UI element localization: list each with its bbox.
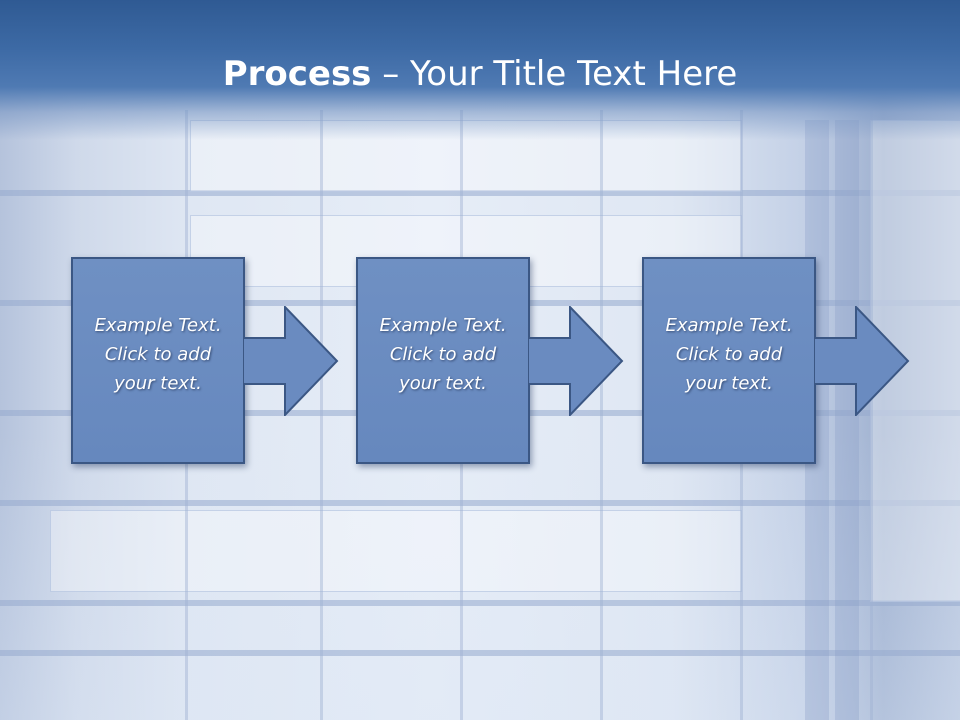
title-rest: – Your Title Text Here xyxy=(371,54,738,94)
step-1-text: Example Text. Click to add your text. xyxy=(94,315,222,394)
step-2-text: Example Text. Click to add your text. xyxy=(379,315,507,394)
process-arrow-3[interactable] xyxy=(814,306,910,416)
title-band xyxy=(0,0,960,140)
process-arrow-2[interactable] xyxy=(528,306,624,416)
process-step-2[interactable]: Example Text. Click to add your text. xyxy=(356,257,530,464)
process-step-3[interactable]: Example Text. Click to add your text. xyxy=(642,257,816,464)
process-step-1[interactable]: Example Text. Click to add your text. xyxy=(71,257,245,464)
process-arrow-1[interactable] xyxy=(243,306,339,416)
step-3-text: Example Text. Click to add your text. xyxy=(665,315,793,394)
slide-title[interactable]: Process – Your Title Text Here xyxy=(0,50,960,98)
title-bold: Process xyxy=(222,54,372,94)
